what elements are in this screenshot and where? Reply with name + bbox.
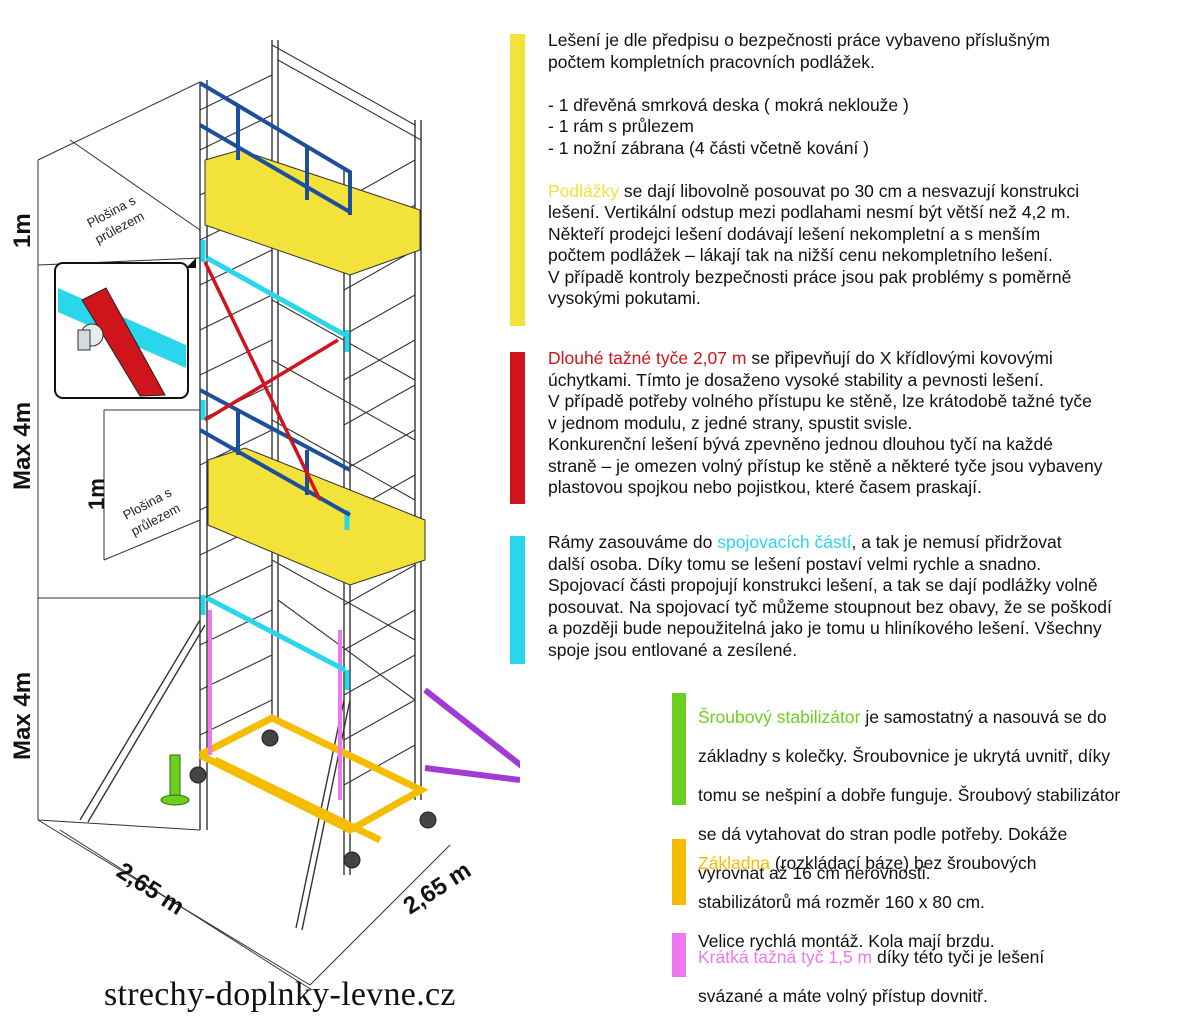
intro-para-first: Podlážky se dají libovolně posouvat po 3… bbox=[548, 180, 1080, 201]
green-stabilizer bbox=[160, 754, 190, 806]
orange-bar bbox=[672, 839, 686, 905]
section-green: Šroubový stabilizátor je samostatný a na… bbox=[672, 693, 1192, 883]
scaffold-diagram: 1m Max 4m Max 4m 1m 2,65 m 2,65 m Plošin… bbox=[9, 40, 520, 991]
dim-top-1m: 1m bbox=[9, 213, 36, 248]
cyan-line: a později bude nepoužitelná jako je tomu… bbox=[548, 618, 1102, 638]
dim-base-left: 2,65 m bbox=[112, 857, 189, 920]
purple-outrigger bbox=[423, 687, 520, 783]
intro-line-1: Lešení je dle předpisu o bezpečnosti prá… bbox=[548, 30, 1050, 50]
intro-item-3: - 1 nožní zábrana (4 části včetně kování… bbox=[548, 137, 869, 158]
dim-max4m-lower: Max 4m bbox=[9, 672, 36, 760]
red-line: úchytkami. Tímto je dosaženo vysoké stab… bbox=[548, 369, 1044, 390]
red-line: Konkurenční lešení bývá zpevněno jednou … bbox=[548, 434, 1053, 454]
red-diagonal-rods bbox=[203, 261, 339, 501]
intro-line-2: počtem kompletních pracovních podlážek. bbox=[548, 51, 875, 72]
section-orange: Základna (rozkládací báze) bez šroubovýc… bbox=[672, 839, 1192, 951]
cyan-bar bbox=[510, 536, 525, 664]
orange-base bbox=[198, 714, 429, 844]
intro-para-line: lešení. Vertikální odstup mezi podlahami… bbox=[548, 202, 1071, 222]
cyan-connectors bbox=[200, 240, 350, 690]
green-bar bbox=[672, 693, 686, 805]
cyan-line: spoje jsou entlované a zesílené. bbox=[548, 639, 798, 660]
magenta-bar bbox=[672, 933, 686, 977]
yellow-bar bbox=[510, 34, 525, 326]
connector-detail-inset bbox=[54, 258, 196, 399]
intro-para-line: vysokými pokutami. bbox=[548, 288, 701, 308]
highlight-zakladna: Základna bbox=[698, 852, 770, 873]
green-line: tomu se nešpiní a dobře funguje. Šroubov… bbox=[698, 784, 1121, 805]
red-line: V případě potřeby volného přístupu ke st… bbox=[548, 391, 1092, 411]
cyan-line: Spojovací části propojují konstrukci leš… bbox=[548, 575, 1098, 595]
green-line: vyrovnat až 16 cm nerovnosti. bbox=[698, 862, 931, 883]
highlight-kratka-tazna-tyc: Krátká tažná tyč 1,5 m bbox=[698, 946, 873, 967]
intro-para-line: V případě kontroly bezpečnosti práce jso… bbox=[548, 266, 1072, 287]
intro-para-line: počtem podlážek – lákají tak na nižší ce… bbox=[548, 245, 1053, 265]
intro-item-2: - 1 rám s průlezem bbox=[548, 116, 694, 136]
wheels bbox=[189, 729, 437, 869]
cyan-line: další osoba. Díky tomu se lešení postaví… bbox=[548, 553, 1042, 574]
section-cyan: Rámy zasouváme do spojovacích částí, a t… bbox=[510, 532, 1190, 664]
dim-inner-1m: 1m bbox=[84, 478, 109, 510]
orange-line: stabilizátorů má rozměr 160 x 80 cm. bbox=[698, 891, 985, 912]
intro-item-1: - 1 dřevěná smrková deska ( mokrá neklou… bbox=[548, 94, 909, 115]
blue-railings bbox=[198, 81, 352, 517]
magenta-line: svázané a máte volný přístup dovnitř. bbox=[698, 985, 988, 1006]
intro-para-line: Někteří prodejci lešení dodávají lešení … bbox=[548, 223, 1041, 244]
cyan-line: posouvat. Na spojovací tyč můžeme stoupn… bbox=[548, 596, 1112, 617]
scaffold-tower bbox=[79, 40, 422, 931]
dimension-lines bbox=[37, 81, 451, 991]
green-line: základny s kolečky. Šroubovnice je ukryt… bbox=[698, 745, 1111, 766]
red-line: plastovou spojkou nebo pojistkou, které … bbox=[548, 477, 982, 497]
section-intro: Lešení je dle předpisu o bezpečnosti prá… bbox=[510, 30, 1190, 326]
red-line: v jednom modulu, z jedné strany, spustit… bbox=[548, 412, 913, 433]
section-red: Dlouhé tažné tyče 2,07 m se připevňují d… bbox=[510, 348, 1190, 504]
highlight-sroubovy-stabilizator: Šroubový stabilizátor bbox=[698, 706, 861, 727]
orange-line: Velice rychlá montáž. Kola mají brzdu. bbox=[698, 930, 995, 951]
highlight-spojovacich-casti: spojovacích částí bbox=[717, 532, 852, 552]
dim-max4m-upper: Max 4m bbox=[9, 402, 36, 490]
red-bar bbox=[510, 352, 525, 504]
magenta-rods bbox=[208, 610, 342, 800]
green-line: se dá vytahovat do stran podle potřeby. … bbox=[698, 823, 1068, 844]
red-line: straně – je omezen volný přístup ke stěn… bbox=[548, 455, 1103, 476]
section-magenta: Krátká tažná tyč 1,5 m díky této tyči je… bbox=[672, 933, 1192, 1006]
dim-base-right: 2,65 m bbox=[399, 857, 476, 920]
footer-website: strechy-doplnky-levne.cz bbox=[104, 976, 456, 1013]
highlight-dlouhe-tazne-tyce: Dlouhé tažné tyče 2,07 m bbox=[548, 348, 747, 368]
highlight-podlazky: Podlážky bbox=[548, 180, 620, 201]
